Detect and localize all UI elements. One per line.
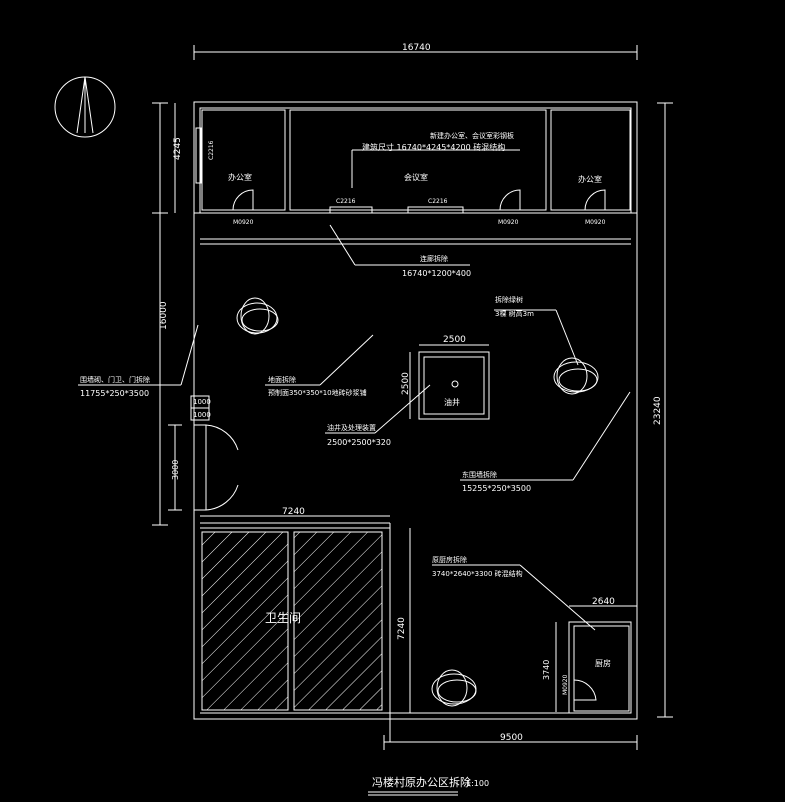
room-well: 油井 — [444, 397, 460, 407]
drawing-title: 冯楼村原办公区拆除 — [372, 775, 471, 789]
note-floor-size: 预制面350*350*10地砖砂浆铺 — [268, 388, 367, 397]
dim-door-3000: 3000 — [171, 460, 180, 480]
note-trees-detail: 3棵 树高3m — [495, 309, 534, 318]
dim-top-width: 16740 — [402, 43, 431, 53]
dim-1000a: 1000 — [193, 398, 211, 406]
dimension-lines — [152, 45, 673, 750]
tree-icon — [553, 357, 599, 395]
dim-left-height: 16000 — [159, 301, 169, 330]
note-fence-right-size: 15255*250*3500 — [462, 484, 531, 493]
dim-office-depth: 4245 — [173, 137, 183, 160]
note-kitchen-title: 原厨房拆除 — [432, 555, 467, 564]
dim-well-w: 2500 — [443, 335, 466, 345]
note-fence-left-size: 11755*250*3500 — [80, 389, 149, 398]
toilet-hatch — [201, 531, 383, 711]
door-tag: M0920 — [498, 219, 519, 226]
door-tag: M0920 — [585, 219, 606, 226]
drawing-scale: 1:100 — [466, 779, 489, 788]
dim-well-h: 2500 — [401, 372, 411, 395]
window-tag: C2216 — [336, 198, 356, 205]
note-trees-title: 拆除绿树 — [495, 295, 523, 304]
north-arrow-icon — [54, 76, 116, 138]
window-tag: C2216 — [208, 140, 215, 160]
room-kitchen: 厨房 — [595, 658, 611, 668]
note-building-title: 新建办公室、会议室彩钢板 — [430, 131, 514, 140]
tree-icon — [431, 669, 477, 707]
room-meeting: 会议室 — [404, 172, 428, 182]
dim-toilet-height: 7240 — [397, 617, 407, 640]
dim-kitchen-width: 2640 — [592, 597, 615, 607]
note-wellpad-size: 2500*2500*320 — [327, 438, 391, 447]
note-wellpad-title: 油井及处理装置 — [327, 423, 376, 432]
note-building-size: 建筑尺寸 16740*4245*4200 砖混结构 — [362, 142, 505, 152]
dim-toilet-width: 7240 — [282, 507, 305, 517]
room-office-right: 办公室 — [578, 174, 602, 184]
window-tag: C2216 — [428, 198, 448, 205]
dim-1000b: 1000 — [193, 411, 211, 419]
dim-right-height: 23240 — [653, 396, 663, 425]
note-fence-right-title: 东围墙拆除 — [462, 470, 497, 479]
leader-lines — [78, 149, 631, 631]
note-fence-left-title: 围墙砌、门卫、门拆除 — [80, 375, 150, 384]
dim-bottom-width: 9500 — [500, 733, 523, 743]
room-office-left: 办公室 — [228, 172, 252, 182]
dim-kitchen-height: 3740 — [542, 660, 551, 680]
note-floor-title: 地面拆除 — [268, 375, 296, 384]
tree-icon — [236, 297, 279, 335]
note-corridor-title: 连廊拆除 — [420, 254, 448, 263]
building-walls — [190, 101, 638, 720]
door-tag: M0920 — [562, 674, 569, 695]
room-toilet: 卫生间 — [265, 611, 301, 625]
note-corridor-size: 16740*1200*400 — [402, 269, 471, 278]
door-tag: M0920 — [233, 219, 254, 226]
note-kitchen-size: 3740*2640*3300 砖混结构 — [432, 569, 523, 578]
